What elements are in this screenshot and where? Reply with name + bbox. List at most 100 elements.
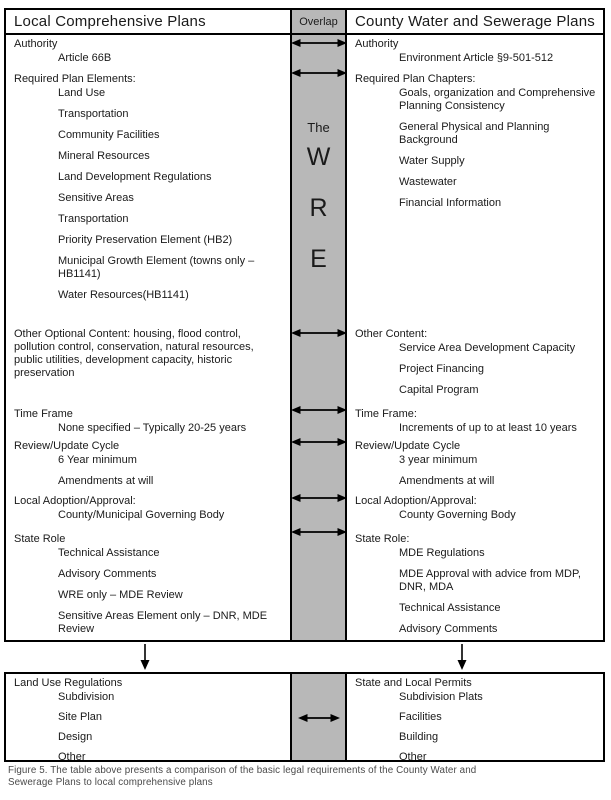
list-item: Water Supply — [399, 155, 465, 167]
list-item: Water Resources(HB1141) — [58, 289, 189, 301]
double-arrow-icon — [290, 404, 348, 416]
header-county-plans: County Water and Sewerage Plans — [355, 13, 595, 30]
double-arrow-icon — [290, 492, 348, 504]
section: Required Plan Chapters: Goals, organizati… — [347, 70, 603, 325]
double-arrow-icon — [290, 526, 348, 538]
list-item: Goals, organization and Comprehensive Pl… — [399, 87, 596, 112]
list-item: Mineral Resources — [58, 150, 150, 162]
section-heading: Review/Update Cycle — [14, 440, 120, 452]
list-item: Advisory Comments — [58, 568, 157, 580]
list-item: General Physical and Planning Background — [399, 121, 550, 146]
list-item: Sensitive Areas Element only – DNR, MDE … — [58, 610, 268, 635]
section-heading: Other Content: — [355, 328, 428, 340]
list-item: Technical Assistance — [58, 547, 160, 559]
figure-caption: Figure 5. The table above presents a com… — [8, 765, 568, 789]
double-arrow-icon — [290, 37, 348, 49]
list-item: County Governing Body — [399, 509, 516, 521]
section-heading: Time Frame — [14, 408, 73, 420]
list-item: County/Municipal Governing Body — [58, 509, 225, 521]
header-overlap: Overlap — [290, 10, 347, 33]
wre-letter-w: W — [306, 143, 331, 171]
section-heading: Local Adoption/Approval: — [14, 495, 136, 507]
list-item: Priority Preservation Element (HB2) — [58, 234, 233, 246]
list-item: Technical Assistance — [399, 602, 501, 614]
list-item: Building — [399, 731, 439, 743]
section-paragraph: Other Optional Content: housing, flood c… — [14, 328, 254, 379]
list-item: Article 66B — [58, 52, 112, 64]
section-heading: Land Use Regulations — [14, 677, 123, 689]
list-item: Advisory Comments — [399, 623, 498, 635]
section-heading: Required Plan Elements: — [14, 73, 136, 85]
header-local-plans: Local Comprehensive Plans — [14, 13, 206, 30]
down-arrow-icon — [455, 644, 469, 670]
list-item: Wastewater — [399, 176, 457, 188]
list-item: Municipal Growth Element (towns only – H… — [58, 255, 255, 280]
double-arrow-icon — [290, 67, 348, 79]
caption-line-1: Figure 5. The table above presents a com… — [8, 765, 477, 776]
table-header-row: Local Comprehensive Plans Overlap County… — [6, 10, 603, 35]
caption-line-2: Sewerage Plans to local comprehensive pl… — [8, 777, 213, 788]
section-heading: State Role — [14, 533, 66, 545]
wre-letter-e: E — [310, 245, 327, 273]
section-heading: Required Plan Chapters: — [355, 73, 476, 85]
list-item: Project Financing — [399, 363, 484, 375]
down-arrow-icon — [138, 644, 152, 670]
section-heading: Authority — [355, 38, 399, 50]
section-heading: Review/Update Cycle — [355, 440, 461, 452]
list-item: Amendments at will — [58, 475, 154, 487]
double-arrow-icon — [290, 327, 348, 339]
section: Other Optional Content: housing, flood c… — [6, 325, 290, 405]
list-item: Environment Article §9-501-512 — [399, 52, 554, 64]
overlap-column: The W R E — [290, 35, 347, 640]
section-heading: Local Adoption/Approval: — [355, 495, 477, 507]
section: Other Content:Service Area Development C… — [347, 325, 603, 405]
list-item: Capital Program — [399, 384, 479, 396]
list-item: Other — [399, 751, 427, 763]
list-item: Sensitive Areas — [58, 192, 134, 204]
wre-label: The W R E — [292, 121, 345, 297]
list-item: Increments of up to at least 10 years — [399, 422, 577, 434]
list-item: WRE only – MDE Review — [58, 589, 183, 601]
list-item: Transportation — [58, 213, 129, 225]
list-item: Site Plan — [58, 711, 103, 723]
section-heading: Authority — [14, 38, 58, 50]
list-item: 6 Year minimum — [58, 454, 137, 466]
section-heading: State and Local Permits — [355, 677, 472, 689]
list-item: Subdivision — [58, 691, 115, 703]
list-item: Land Use — [58, 87, 106, 99]
list-item: Financial Information — [399, 197, 502, 209]
section: Local Adoption/Approval: County/Municipal… — [6, 492, 290, 530]
list-item: Facilities — [399, 711, 442, 723]
double-arrow-icon — [290, 436, 348, 448]
list-item: Amendments at will — [399, 475, 495, 487]
section-heading: Time Frame: — [355, 408, 417, 420]
section-heading: State Role: — [355, 533, 410, 545]
wre-letter-r: R — [309, 194, 328, 222]
list-item: 3 year minimum — [399, 454, 478, 466]
comparison-table: Local Comprehensive Plans Overlap County… — [4, 8, 605, 642]
list-item: Land Development Regulations — [58, 171, 212, 183]
list-item: MDE Regulations — [399, 547, 485, 559]
list-item: Other — [58, 751, 86, 763]
list-item: Design — [58, 731, 93, 743]
list-item: None specified – Typically 20-25 years — [58, 422, 247, 434]
list-item: Subdivision Plats — [399, 691, 483, 703]
bottom-overlap-cell — [290, 674, 347, 760]
list-item: Transportation — [58, 108, 129, 120]
double-arrow-icon — [297, 712, 341, 724]
list-item: Community Facilities — [58, 129, 160, 141]
